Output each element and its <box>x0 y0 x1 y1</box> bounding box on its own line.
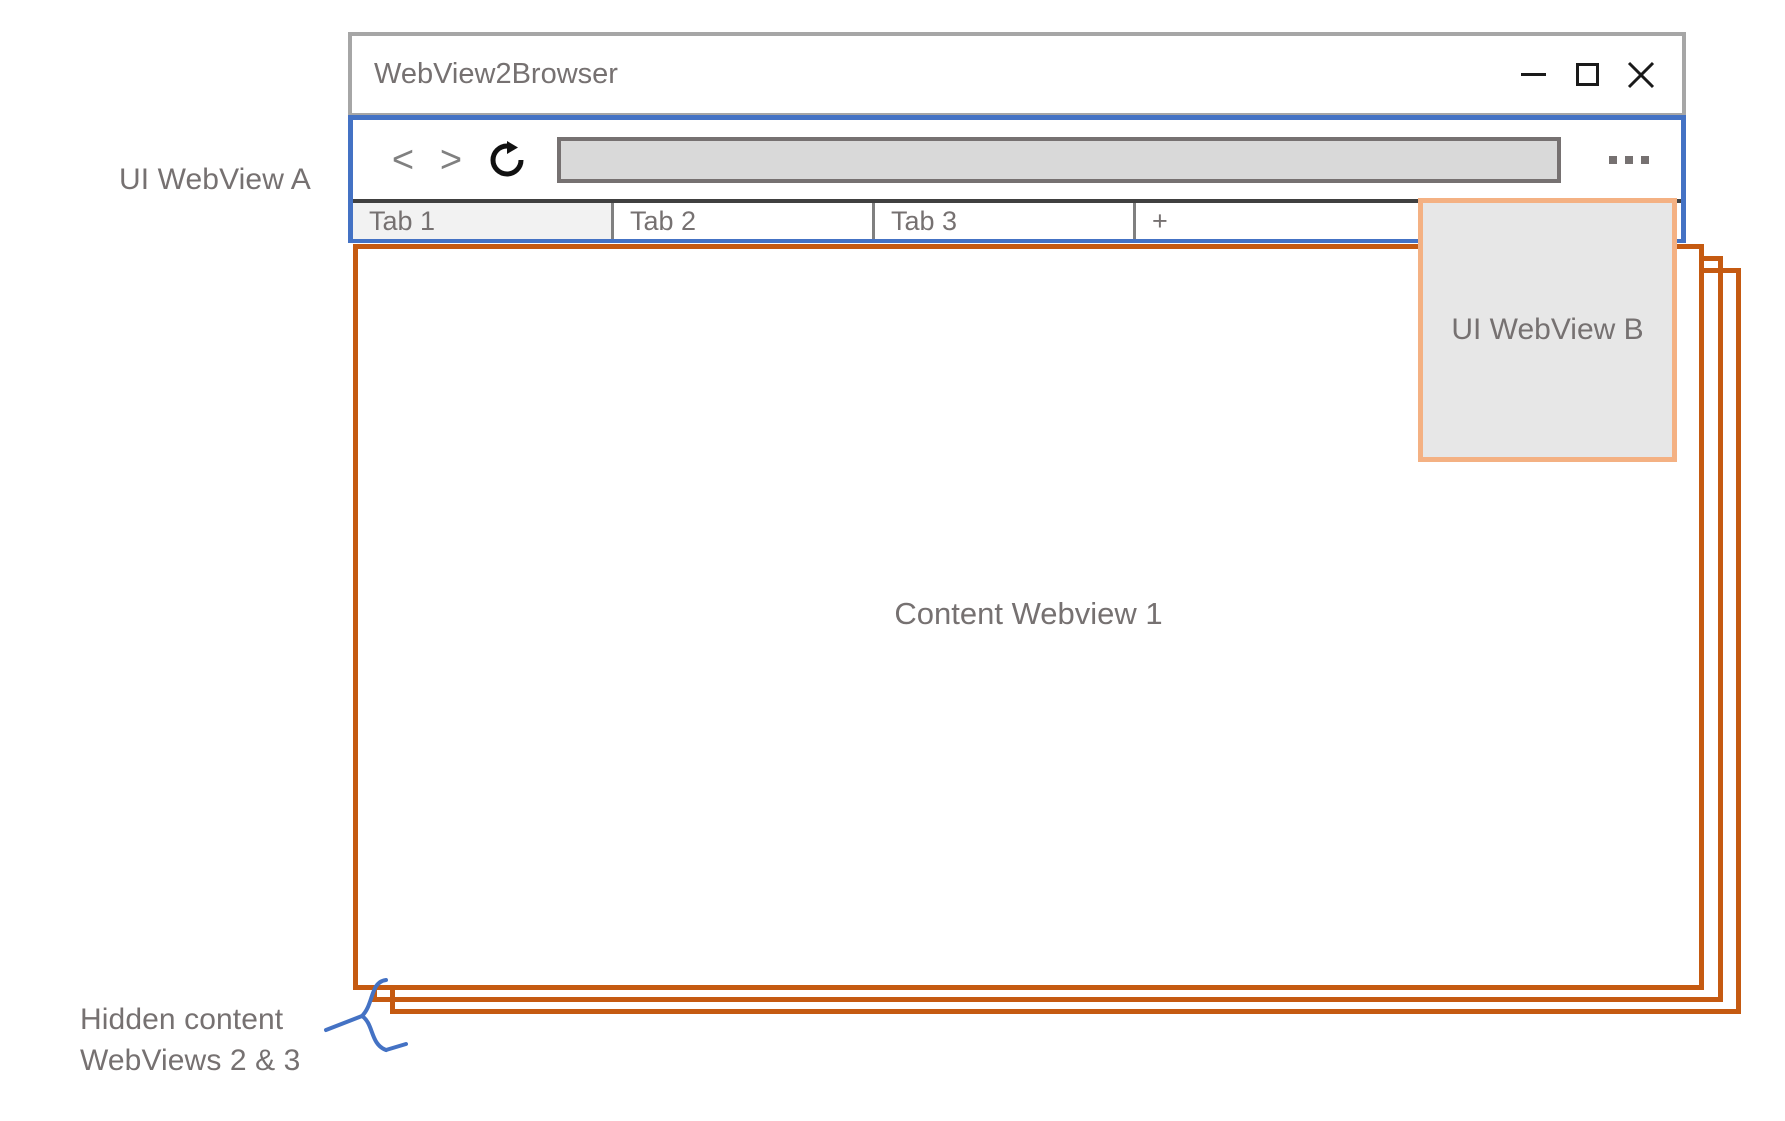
tab-label: Tab 1 <box>369 205 436 236</box>
back-button[interactable]: < <box>391 138 415 181</box>
tab-label: Tab 3 <box>891 205 958 236</box>
tab-3[interactable]: Tab 3 <box>875 203 1136 239</box>
ui-webview-b[interactable]: UI WebView B <box>1418 198 1677 462</box>
hidden-content-annotation: Hidden content WebViews 2 & 3 <box>80 1003 301 1077</box>
tab-2[interactable]: Tab 2 <box>614 203 875 239</box>
content-webview-1-label: Content Webview 1 <box>894 596 1163 631</box>
title-bar[interactable]: WebView2Browser <box>352 36 1682 113</box>
minimize-button[interactable] <box>1506 48 1560 102</box>
overflow-menu-button[interactable] <box>1587 155 1671 164</box>
new-tab-button[interactable]: + <box>1136 203 1296 239</box>
ui-webview-a-annotation: UI WebView A <box>119 163 311 196</box>
ui-webview-b-label: UI WebView B <box>1451 313 1644 346</box>
ellipsis-icon <box>1625 155 1633 164</box>
ellipsis-icon <box>1641 155 1649 164</box>
browser-toolbar: < > <box>353 120 1681 203</box>
reload-button[interactable] <box>479 140 535 180</box>
reload-icon <box>490 140 524 176</box>
forward-button[interactable]: > <box>439 138 463 181</box>
brace-connector-icon <box>324 978 408 1052</box>
tab-label: Tab 2 <box>630 205 697 236</box>
close-button[interactable] <box>1614 48 1668 102</box>
address-input[interactable] <box>557 136 1561 183</box>
maximize-button[interactable] <box>1560 48 1614 102</box>
app-window: WebView2Browser <box>348 32 1686 117</box>
maximize-icon <box>1575 63 1599 86</box>
ui-webview-a: < > Tab 1 Tab 2 Tab 3 + <box>348 115 1686 243</box>
tab-1[interactable]: Tab 1 <box>353 203 614 239</box>
ellipsis-icon <box>1609 155 1617 164</box>
page-title: WebView2Browser <box>374 58 618 90</box>
close-icon <box>1627 61 1655 88</box>
minimize-icon <box>1520 73 1546 76</box>
new-tab-label: + <box>1152 205 1168 236</box>
